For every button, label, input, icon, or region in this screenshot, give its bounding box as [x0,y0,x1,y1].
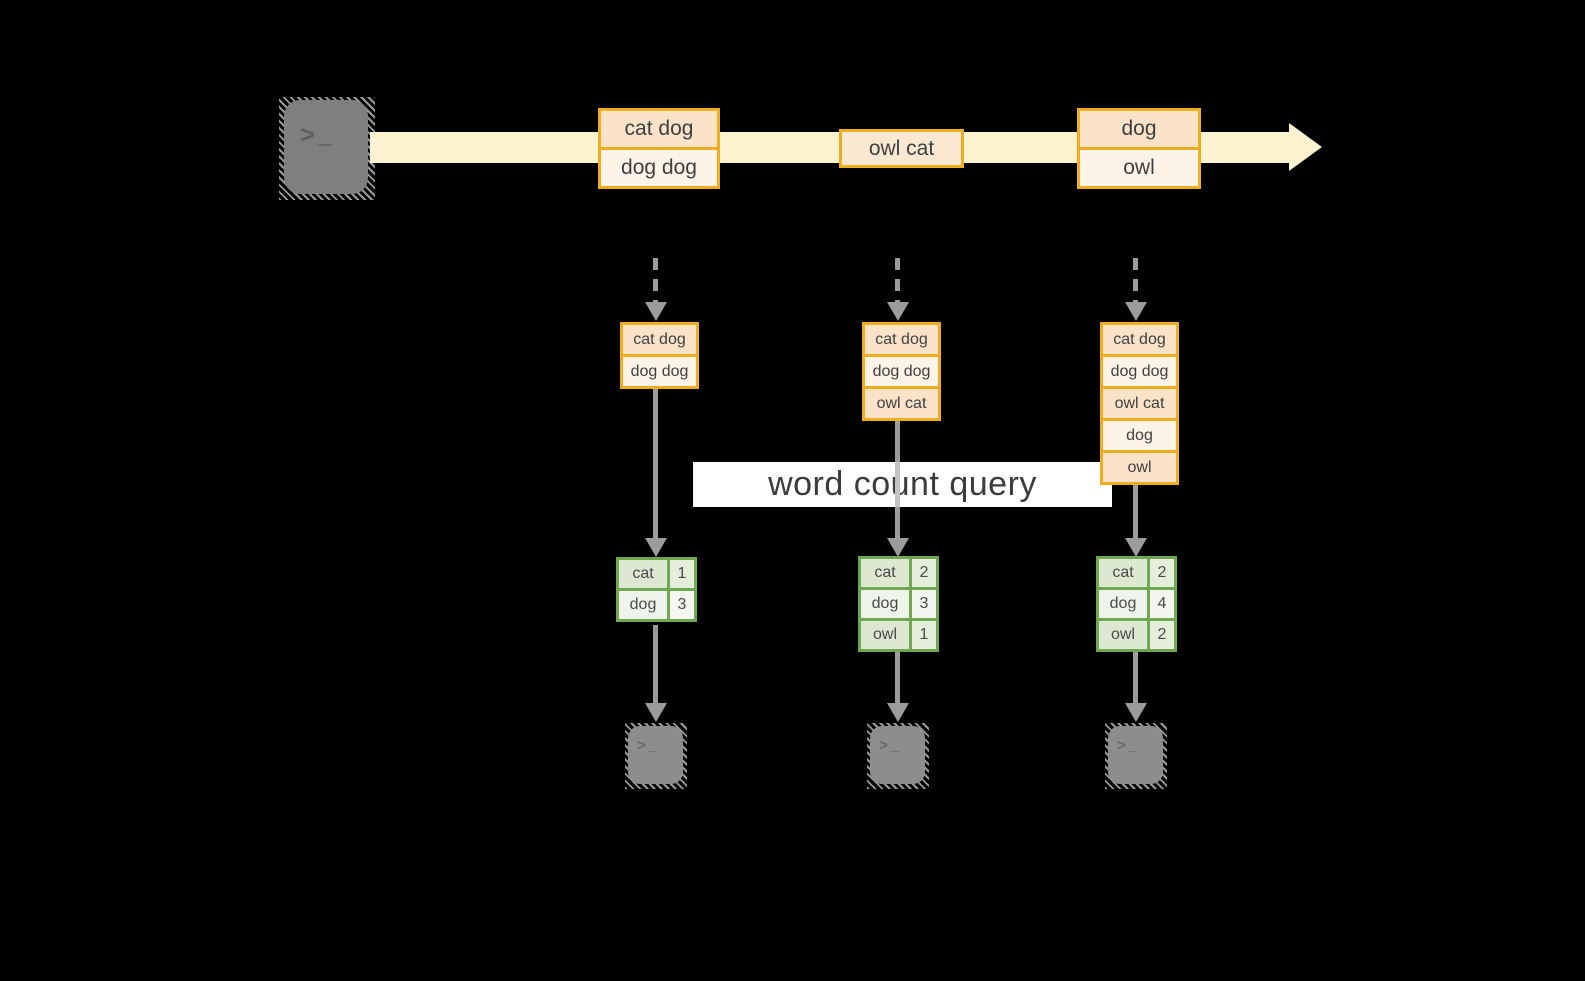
count-value: 3 [912,590,936,618]
terminal-prompt-glyph: >_ [637,738,660,755]
state-row: cat dog [1103,325,1176,354]
stream-event-box-1: cat dog dog dog [598,108,720,189]
count-word: owl [1099,621,1147,649]
dashed-arrow-line [653,258,658,302]
stream-arrowhead-icon [1289,123,1322,171]
count-word: dog [861,590,909,618]
count-table-3: cat 2 dog 4 owl 2 [1096,556,1177,652]
state-box-1: cat dog dog dog [620,322,699,389]
terminal-icon: >_ [628,726,683,784]
connector-line [895,652,900,703]
count-word: dog [1099,590,1147,618]
arrowhead-icon [887,302,909,321]
arrowhead-icon [1125,538,1147,557]
arrowhead-icon [645,703,667,722]
state-row: dog dog [623,354,696,386]
dashed-arrow-line [1133,258,1138,302]
terminal-icon: >_ [1108,726,1163,784]
state-row: owl [1103,450,1176,482]
stream-event-box-3: dog owl [1077,108,1201,189]
query-label-band: word count query [693,462,1112,507]
connector-line-overlay [895,462,900,507]
count-value: 3 [670,591,694,619]
sink-terminal-icon-3: >_ [1105,723,1167,789]
state-row: cat dog [865,325,938,354]
state-row: dog dog [1103,354,1176,386]
count-value: 2 [1150,621,1174,649]
count-value: 1 [670,560,694,588]
count-value: 1 [912,621,936,649]
connector-line [653,625,658,703]
stream-event-box-2: owl cat [839,129,964,168]
state-row: owl cat [865,386,938,418]
sink-terminal-icon-1: >_ [625,723,687,789]
arrowhead-icon [1125,703,1147,722]
terminal-prompt-glyph: >_ [879,738,902,755]
arrowhead-icon [645,302,667,321]
count-table-2: cat 2 dog 3 owl 1 [858,556,939,652]
stream-event-text: cat dog [601,111,717,147]
count-value: 4 [1150,590,1174,618]
count-value: 2 [1150,559,1174,587]
source-terminal-icon: >_ [279,97,375,200]
sink-terminal-icon-2: >_ [867,723,929,789]
count-word: cat [1099,559,1147,587]
count-word: owl [861,621,909,649]
state-row: owl cat [1103,386,1176,418]
count-table-1: cat 1 dog 3 [616,557,697,622]
stream-event-text: dog dog [601,147,717,186]
state-box-2: cat dog dog dog owl cat [862,322,941,421]
state-row: dog dog [865,354,938,386]
state-box-3: cat dog dog dog owl cat dog owl [1100,322,1179,485]
count-word: cat [619,560,667,588]
connector-line [1133,485,1138,538]
connector-line [1133,652,1138,703]
stream-event-text: owl [1080,147,1198,186]
dashed-arrow-line [895,258,900,302]
arrowhead-icon [1125,302,1147,321]
arrowhead-icon [887,538,909,557]
stream-event-text: owl cat [842,132,961,165]
count-word: cat [861,559,909,587]
arrowhead-icon [645,538,667,557]
count-value: 2 [912,559,936,587]
stream-event-text: dog [1080,111,1198,147]
state-row: cat dog [623,325,696,354]
connector-line [653,389,658,538]
arrowhead-icon [887,703,909,722]
terminal-icon: >_ [870,726,925,784]
terminal-prompt-glyph: >_ [1117,738,1140,755]
query-label: word count query [768,465,1037,503]
state-row: dog [1103,418,1176,450]
terminal-prompt-glyph: >_ [300,122,335,151]
count-word: dog [619,591,667,619]
terminal-icon: >_ [284,100,368,194]
